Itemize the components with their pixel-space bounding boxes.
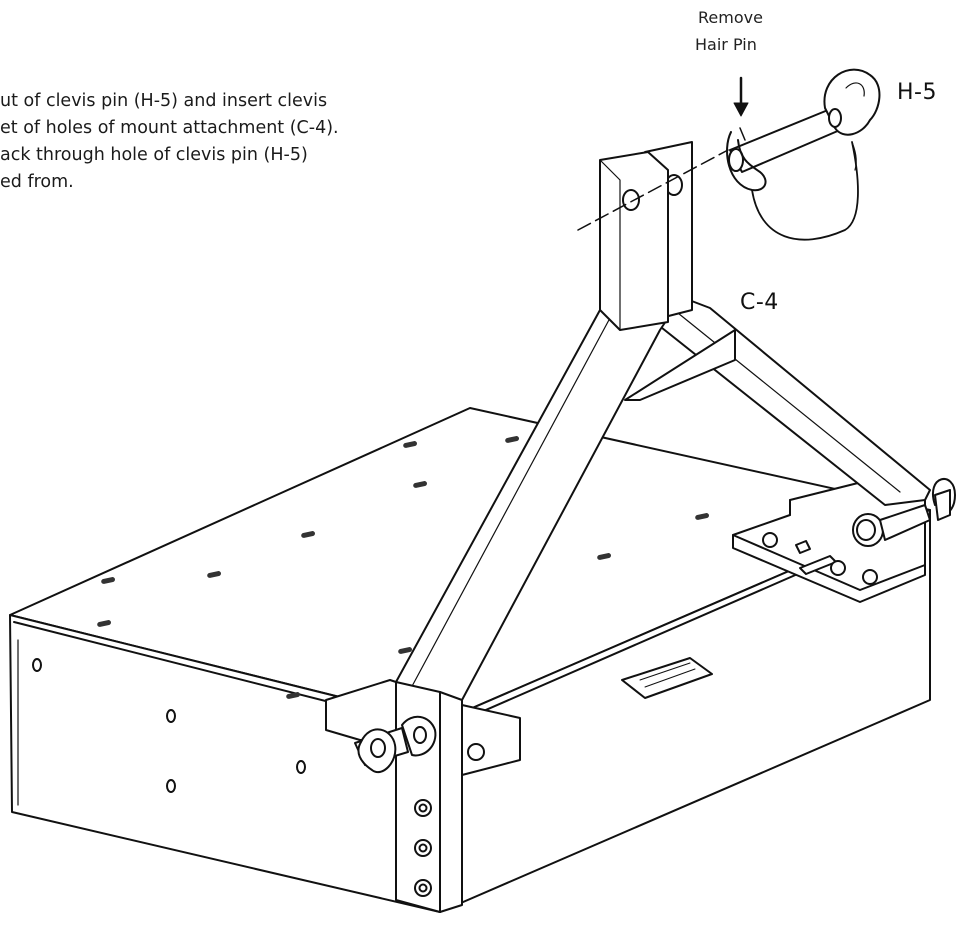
side-holes	[32, 658, 306, 793]
left-post	[395, 681, 463, 913]
hair-pin	[726, 127, 767, 192]
instruction-text: ut of clevis pin (H-5) and insert clevis…	[0, 88, 440, 196]
callout-line: Hair Pin	[695, 35, 757, 54]
right-clevis-pin	[852, 504, 931, 547]
callout-line: Remove	[698, 8, 763, 27]
pin-axis-line	[577, 149, 729, 231]
instruction-line: ut of clevis pin (H-5) and insert clevis	[0, 91, 328, 111]
right-hair-pin	[932, 478, 956, 521]
a-frame-brace	[624, 329, 736, 401]
instruction-line: et of holes of mount attachment (C-4).	[0, 118, 339, 138]
left-bracket	[325, 679, 521, 776]
instruction-line: ack through hole of clevis pin (H-5)	[0, 145, 308, 165]
label-h5: H-5	[897, 80, 937, 105]
left-clevis-pin	[354, 715, 437, 773]
instruction-line: ed from.	[0, 172, 74, 192]
mast-front-plate	[599, 151, 669, 331]
down-arrow-icon	[733, 76, 749, 117]
clevis-pin-h5	[728, 68, 881, 173]
label-c4: C-4	[740, 290, 779, 315]
lanyard-cable	[751, 141, 859, 241]
plate-slots	[97, 436, 710, 699]
remove-hair-pin-callout: Remove Hair Pin	[695, 4, 763, 58]
label-plate	[621, 657, 713, 699]
